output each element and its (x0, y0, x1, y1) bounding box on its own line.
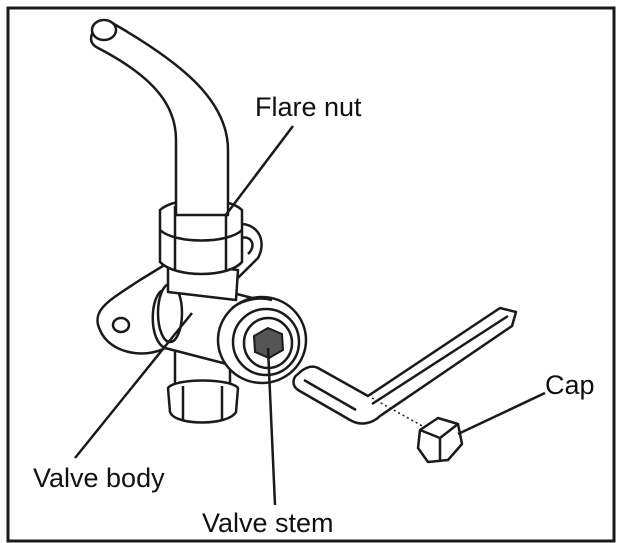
cap-leader (457, 391, 546, 436)
valve-stem-label: Valve stem (202, 508, 334, 538)
valve-body-leader (74, 312, 193, 459)
flare-nut-leader (224, 125, 294, 217)
guide-dotted-line (371, 397, 427, 429)
pipe-icon (89, 18, 230, 217)
cap-icon (416, 416, 464, 464)
hex-wrench-icon (292, 306, 518, 425)
valve-body-label: Valve body (33, 463, 165, 493)
flare-nut-icon (158, 198, 244, 276)
flare-nut-label: Flare nut (255, 92, 362, 122)
valve-stem-leader (266, 347, 277, 506)
cap-label: Cap (545, 370, 595, 400)
diagram-frame (6, 6, 616, 543)
